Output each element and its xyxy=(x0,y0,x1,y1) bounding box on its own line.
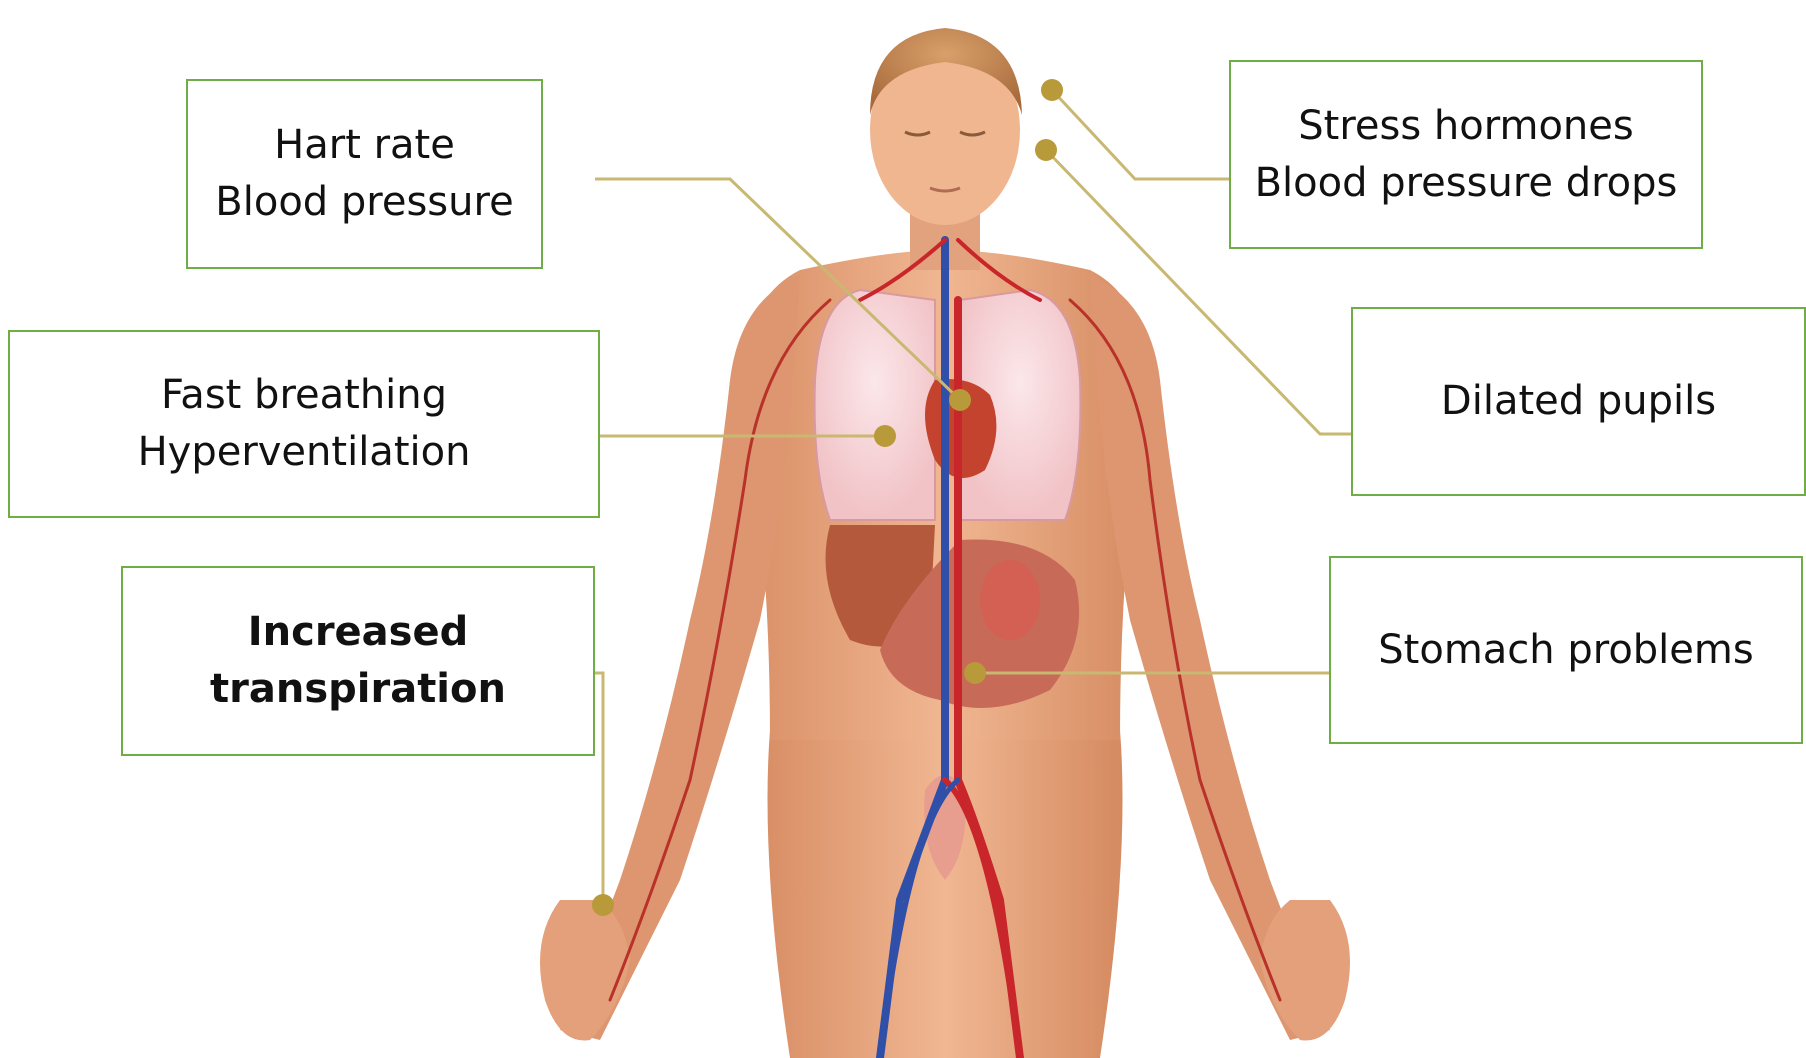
label-breathing-line1: Fast breathing xyxy=(161,367,447,424)
label-fast-breathing: Fast breathing Hyperventilation xyxy=(8,330,600,518)
label-stress-hormones: Stress hormones Blood pressure drops xyxy=(1229,60,1703,249)
marker-dot-wrist xyxy=(592,894,614,916)
label-stomach-problems: Stomach problems xyxy=(1329,556,1803,744)
label-increased-transpiration: Increased transpiration xyxy=(121,566,595,756)
label-stress-line1: Stress hormones xyxy=(1298,98,1633,155)
marker-dot-head xyxy=(1041,79,1063,101)
label-stomach-line1: Stomach problems xyxy=(1378,622,1753,679)
label-heart-rate: Hart rate Blood pressure xyxy=(186,79,543,269)
label-pupils-line1: Dilated pupils xyxy=(1441,373,1716,430)
marker-dot-eye xyxy=(1035,139,1057,161)
label-dilated-pupils: Dilated pupils xyxy=(1351,307,1806,496)
label-sweat-line1: Increased xyxy=(248,604,469,661)
label-sweat-line2: transpiration xyxy=(210,661,506,718)
marker-dot-heart xyxy=(949,389,971,411)
marker-dot-lungs xyxy=(874,425,896,447)
marker-dot-stomach xyxy=(964,662,986,684)
label-stress-line2: Blood pressure drops xyxy=(1255,155,1678,212)
label-heart-line1: Hart rate xyxy=(274,117,455,174)
label-breathing-line2: Hyperventilation xyxy=(138,424,471,481)
label-heart-line2: Blood pressure xyxy=(215,174,513,231)
